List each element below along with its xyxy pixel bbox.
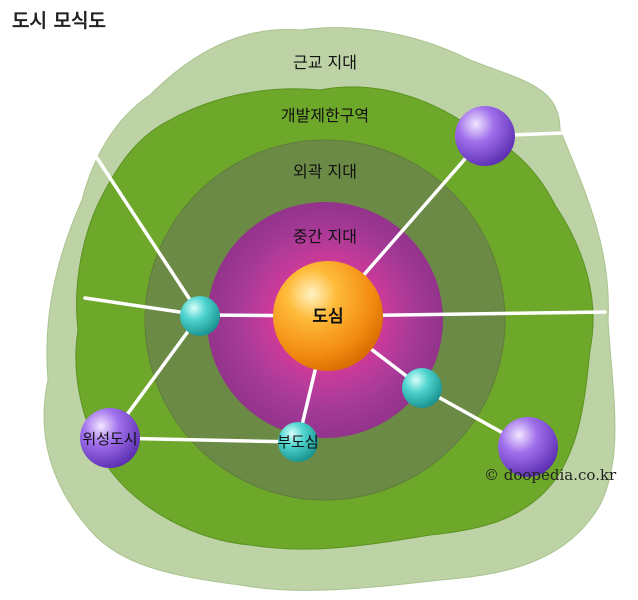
page-title: 도시 모식도: [12, 10, 106, 32]
outer-zone-label: 외곽 지대: [293, 162, 357, 181]
satellite-city-label: 위성도시: [82, 430, 137, 448]
center-label: 도심: [312, 307, 343, 327]
satellite-node-top-right: [455, 106, 515, 166]
sub-node-left: [180, 296, 220, 336]
sub-node-right: [402, 368, 442, 408]
restricted-zone-label: 개발제한구역: [281, 106, 369, 125]
sub-center-node: [278, 422, 318, 462]
copyright-credit: © doopedia.co.kr: [484, 466, 617, 484]
satellite-node-left: [80, 408, 140, 468]
sub-center-label: 부도심: [277, 433, 318, 451]
satellite-node-bottom-right: [498, 417, 558, 477]
suburban-zone-label: 근교 지대: [293, 53, 357, 72]
middle-zone-label: 중간 지대: [293, 227, 357, 246]
center-sphere: [273, 261, 383, 371]
